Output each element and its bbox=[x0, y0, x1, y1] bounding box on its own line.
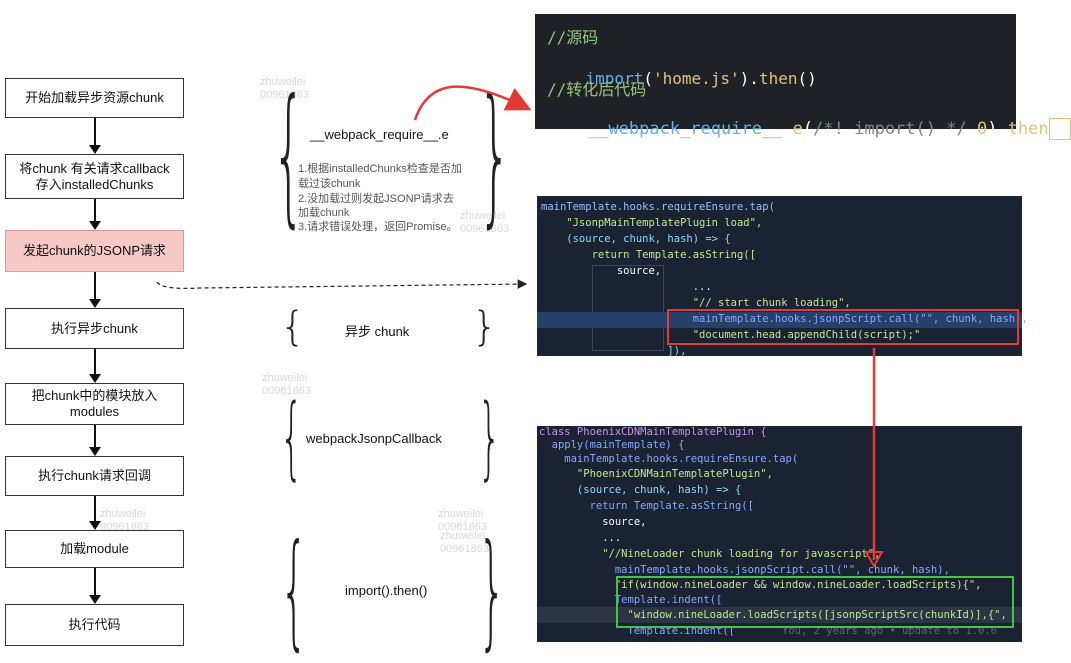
code-line: __webpack_require__.e(/*! import() */ 0)… bbox=[587, 118, 1071, 140]
code-line: mainTemplate.hooks.requireEnsure.tap( bbox=[541, 201, 775, 213]
require-e-title: __webpack_require__.e bbox=[310, 127, 449, 142]
note-line: 加载chunk bbox=[298, 207, 350, 219]
code-line: "if(window.nineLoader && window.nineLoad… bbox=[539, 579, 982, 591]
code-line: (source, chunk, hash) => { bbox=[539, 484, 742, 496]
code-line: return Template.asString([ bbox=[541, 249, 756, 261]
left-brace: { bbox=[280, 518, 308, 663]
code-line: mainTemplate.hooks.requireEnsure.tap( bbox=[539, 453, 799, 465]
left-brace: { bbox=[272, 68, 306, 242]
step-exec-code: 执行代码 bbox=[5, 604, 184, 646]
right-brace: } bbox=[478, 385, 501, 490]
code-panel-source: //源码 import('home.js').then() //转化后代码 __… bbox=[535, 14, 1071, 140]
step-modules: 把chunk中的模块放入 modules bbox=[5, 383, 184, 425]
step-exec-chunk: 执行异步chunk bbox=[5, 308, 184, 349]
code-line: "PhoenixCDNMainTemplatePlugin", bbox=[539, 468, 773, 480]
step-jsonp-request: 发起chunk的JSONP请求 bbox=[5, 230, 184, 272]
indent-guide-box bbox=[592, 265, 664, 351]
left-brace: { bbox=[280, 304, 306, 350]
watermark: zhuweilei 00961863 bbox=[438, 508, 487, 533]
code-line: (source, chunk, hash) => { bbox=[541, 233, 731, 245]
watermark: zhuweilei 00961863 bbox=[460, 210, 509, 235]
code-line: Template.indent([ bbox=[539, 625, 735, 637]
code-line: return Template.asString([ bbox=[539, 500, 754, 512]
code-line: Template.indent([ bbox=[539, 594, 723, 606]
code-line: "// start chunk loading", bbox=[541, 297, 851, 309]
right-brace: } bbox=[472, 304, 498, 350]
step-callback: 执行chunk请求回调 bbox=[5, 456, 184, 496]
note-line: 2.没加载过则发起JSONP请求去 bbox=[298, 193, 454, 205]
dashed-arrow bbox=[156, 279, 528, 289]
watermark: zhuweilei 00961863 bbox=[262, 372, 311, 397]
jsonp-callback-label: webpackJsonpCallback bbox=[306, 431, 442, 446]
code-line: import('home.js').then() bbox=[585, 69, 817, 88]
flow-arrow bbox=[89, 496, 101, 530]
async-chunk-label: 异步 chunk bbox=[345, 324, 410, 339]
step-load-module: 加载module bbox=[5, 530, 184, 568]
code-line: "document.head.appendChild(script);" bbox=[541, 329, 921, 341]
flow-arrow bbox=[89, 568, 101, 604]
left-brace: { bbox=[280, 385, 303, 490]
note-line: 载过该chunk bbox=[298, 178, 361, 190]
right-brace: } bbox=[478, 518, 506, 663]
code-line: apply(mainTemplate) { bbox=[539, 439, 685, 451]
flow-arrow bbox=[89, 425, 101, 456]
code-line: source, bbox=[541, 265, 662, 277]
watermark: zhuweilei 00961863 bbox=[100, 508, 149, 533]
code-line: ... bbox=[539, 532, 622, 544]
code-line: class PhoenixCDNMainTemplatePlugin { bbox=[539, 426, 767, 438]
code-line: source, bbox=[539, 516, 647, 528]
line-highlight bbox=[537, 312, 1022, 328]
flow-arrow bbox=[89, 272, 101, 308]
flow-arrow bbox=[89, 349, 101, 383]
step-store-callback: 将chunk 有关请求callback 存入installedChunks bbox=[5, 154, 184, 199]
code-line: "JsonpMainTemplatePlugin load", bbox=[541, 217, 763, 229]
red-curved-arrow bbox=[413, 85, 532, 121]
note-line: 3.请求错误处理，返回Promise。 bbox=[298, 221, 458, 233]
watermark: zhuweilei 00961863 bbox=[260, 76, 309, 101]
flow-arrow bbox=[89, 199, 101, 230]
red-highlight-box bbox=[667, 309, 1019, 345]
note-line: 1.根据installedChunks检查是否加 bbox=[298, 163, 462, 175]
code-panel-jsonp-template: mainTemplate.hooks.requireEnsure.tap( "J… bbox=[537, 196, 1028, 357]
import-then-label: import().then() bbox=[345, 583, 428, 598]
code-line: "window.nineLoader.loadScripts([jsonpScr… bbox=[539, 609, 1007, 621]
step-start-load: 开始加载异步资源chunk bbox=[5, 78, 184, 118]
code-line: "//NineLoader chunk loading for javascri… bbox=[539, 548, 881, 560]
code-line: mainTemplate.hooks.jsonpScript.call("", … bbox=[539, 564, 950, 576]
code-line: ... bbox=[541, 281, 712, 293]
code-line: //转化后代码 bbox=[547, 80, 647, 99]
connectors bbox=[156, 85, 884, 569]
red-open-arrowhead bbox=[864, 551, 884, 569]
line-highlight bbox=[537, 607, 1022, 623]
watermark: zhuweilei 00961863 bbox=[440, 530, 489, 555]
code-panel-phoenix-plugin: class PhoenixCDNMainTemplatePlugin { app… bbox=[537, 426, 1022, 642]
flow-arrow bbox=[89, 118, 101, 154]
code-line: //源码 bbox=[547, 28, 599, 47]
code-line: ]), bbox=[541, 345, 687, 357]
green-highlight-box bbox=[616, 576, 1014, 628]
git-blame-annotation: You, 2 years ago • update to 1.0.6 bbox=[782, 625, 997, 637]
